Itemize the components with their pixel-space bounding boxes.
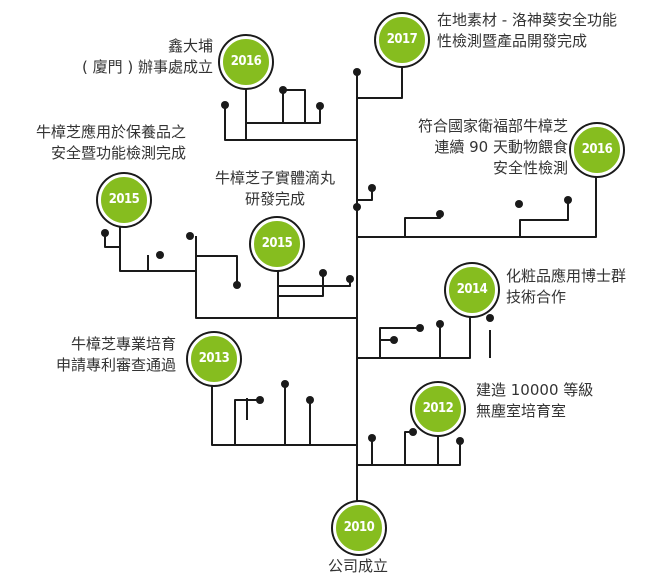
milestone-label-2014: 化粧品應用博士群 技術合作	[506, 266, 626, 308]
branch-dot	[101, 229, 109, 237]
milestone-label-2016-left: 鑫大埔 ( 廈門 ) 辦事處成立	[82, 36, 213, 78]
branch-dot	[456, 437, 464, 445]
branch-dot	[436, 320, 444, 328]
year-badge-2012: 2012	[412, 383, 464, 435]
branch-2015	[104, 215, 357, 319]
branch-dot	[486, 314, 494, 322]
year-badge-2015: 2015	[98, 174, 150, 226]
year-badge-2015: 2015	[251, 218, 303, 270]
branch-dot	[281, 380, 289, 388]
milestone-label-2012: 建造 10000 等級 無塵室培育室	[476, 380, 593, 422]
milestone-line: 連續 90 天動物餵食	[434, 138, 568, 156]
branch-dot	[233, 281, 241, 289]
milestone-line: 牛樟芝子實體滴丸	[214, 169, 335, 187]
branch-dot	[409, 428, 417, 436]
year-badge-2014: 2014	[446, 264, 498, 316]
milestone-label-2015-mid: 牛樟芝子實體滴丸 研發完成	[200, 168, 350, 210]
branch-dot	[390, 336, 398, 344]
branch-dot	[279, 86, 287, 94]
milestone-line: 牛樟芝應用於保養品之	[35, 123, 186, 141]
branch-dot	[156, 251, 164, 259]
milestone-line: 無塵室培育室	[476, 402, 567, 420]
branch-dot	[346, 275, 354, 283]
branch-dot	[564, 196, 572, 204]
milestone-line: 申請專利審查通過	[55, 356, 176, 374]
milestone-label-2016-right: 符合國家衛福部牛樟芝 連續 90 天動物餵食 安全性檢測	[418, 116, 568, 179]
milestone-line: 建造 10000 等級	[476, 381, 594, 399]
milestone-line: 技術合作	[506, 288, 567, 306]
year-badge-2010: 2010	[333, 502, 385, 554]
milestone-line: 在地素材 - 洛神葵安全功能	[437, 11, 617, 29]
milestone-label-2013: 牛樟芝專業培育 申請專利審查通過	[56, 334, 176, 376]
branch-2016-left	[224, 83, 357, 141]
branch-2017	[357, 65, 403, 99]
milestone-line: ( 廈門 ) 辦事處成立	[81, 58, 213, 76]
branch-dot	[368, 434, 376, 442]
branch-2012	[357, 430, 461, 466]
branch-dot	[353, 203, 361, 211]
year-badge-2016: 2016	[220, 36, 272, 88]
milestone-line: 安全性檢測	[492, 159, 568, 177]
branch-2016-right	[357, 174, 597, 238]
branch-2014	[357, 313, 491, 359]
branch-dot	[319, 269, 327, 277]
branch-dot	[436, 210, 444, 218]
milestone-line: 研發完成	[244, 190, 305, 208]
milestone-label-2015-left: 牛樟芝應用於保養品之 安全暨功能檢測完成	[36, 122, 186, 164]
milestone-line: 安全暨功能檢測完成	[50, 144, 186, 162]
milestone-label-2017: 在地素材 - 洛神葵安全功能 性檢測暨產品開發完成	[437, 10, 617, 52]
milestone-line: 性檢測暨產品開發完成	[437, 32, 588, 50]
branch-2013	[211, 380, 357, 446]
branch-dot	[515, 200, 523, 208]
branch-dot	[416, 324, 424, 332]
milestone-line: 化粧品應用博士群	[506, 267, 627, 285]
branch-dot	[186, 232, 194, 240]
milestone-line: 公司成立	[327, 557, 388, 575]
year-badge-2013: 2013	[188, 333, 240, 385]
milestone-line: 鑫大埔	[167, 37, 213, 55]
milestone-line: 牛樟芝專業培育	[70, 335, 176, 353]
year-badge-2016: 2016	[571, 124, 623, 176]
branch-dot	[221, 101, 229, 109]
branch-dot	[256, 396, 264, 404]
milestone-line: 符合國家衛福部牛樟芝	[417, 117, 568, 135]
branch-dot	[316, 102, 324, 110]
milestone-label-2010: 公司成立	[306, 556, 410, 577]
branch-dot	[353, 68, 361, 76]
branch-dot	[368, 184, 376, 192]
year-badge-2017: 2017	[376, 14, 428, 66]
branch-dot	[306, 396, 314, 404]
